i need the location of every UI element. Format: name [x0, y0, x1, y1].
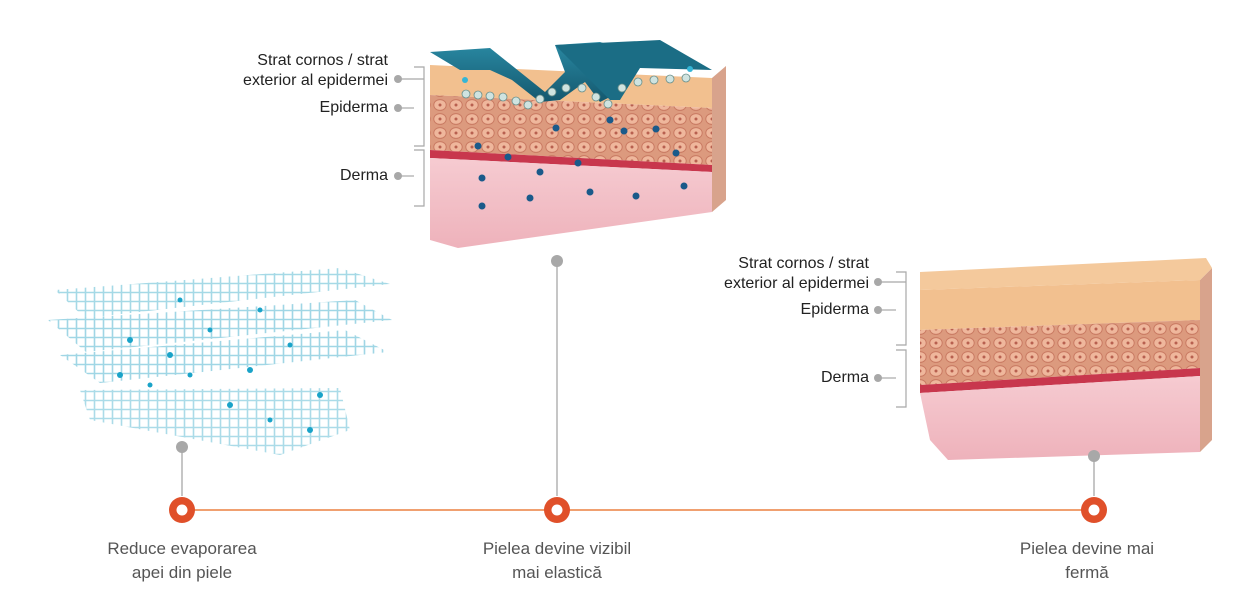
- mesh-illustration: [48, 268, 392, 455]
- right-block-dots: [874, 278, 882, 382]
- caption-step-3: Pielea devine mai fermă: [1019, 539, 1155, 582]
- right-label-epidermis: Epiderma: [800, 301, 869, 318]
- connector-dots: [176, 255, 1100, 462]
- left-label-stratum: Strat cornos / strat exterior al epiderm…: [243, 52, 388, 89]
- left-block-brackets: [400, 66, 425, 207]
- left-label-dermis: Derma: [339, 167, 388, 184]
- caption-step-1: Reduce evaporarea apei din piele: [107, 539, 257, 582]
- timeline-node-1: [169, 497, 195, 523]
- left-block-dots: [394, 75, 402, 180]
- right-label-stratum: Strat cornos / strat exterior al epiderm…: [724, 255, 869, 292]
- right-label-dermis: Derma: [820, 369, 869, 386]
- skin-block-with-film: [430, 40, 726, 248]
- right-block-brackets: [880, 271, 907, 408]
- timeline-node-3: [1081, 497, 1107, 523]
- caption-step-2: Pielea devine vizibil mai elastică: [482, 539, 632, 582]
- left-label-epidermis: Epiderma: [319, 99, 388, 116]
- skin-block-firm: [920, 258, 1212, 460]
- connectors: [181, 262, 1095, 496]
- timeline-node-2: [544, 497, 570, 523]
